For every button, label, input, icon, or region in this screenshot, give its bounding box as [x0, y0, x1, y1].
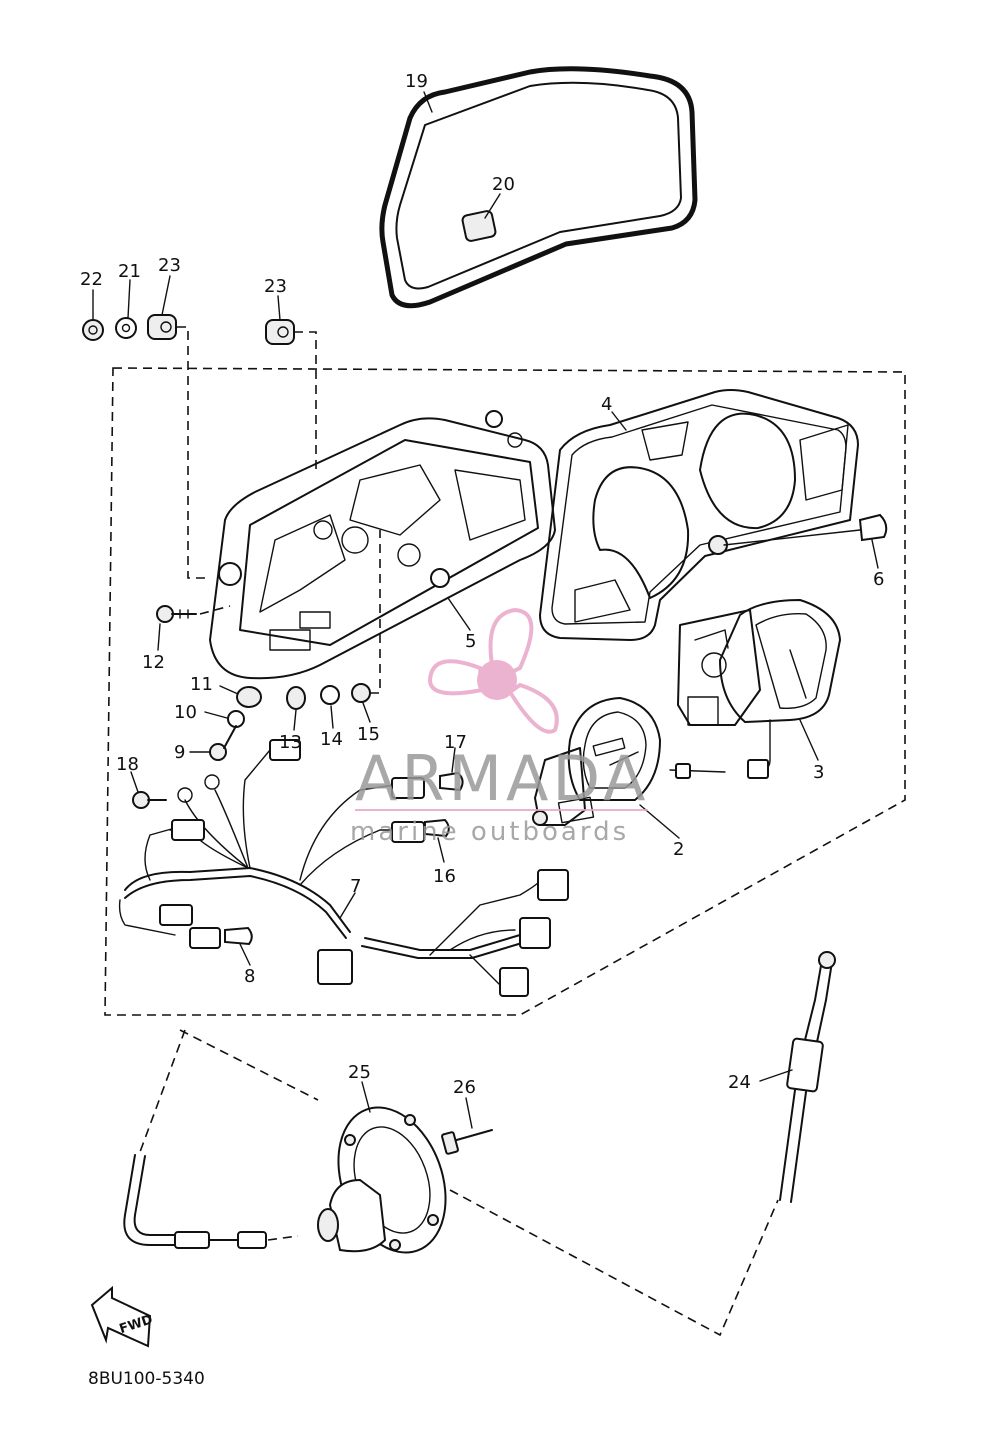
part-5-meter-case — [209, 410, 556, 680]
part-14-collar — [320, 685, 340, 705]
part-24-meter-cable — [779, 951, 836, 1203]
callout-labels: 19 20 22 21 23 23 4 6 5 12 11 10 9 13 14… — [80, 71, 884, 1098]
callout-6: 6 — [873, 569, 884, 590]
part-15-nut — [351, 683, 371, 703]
part-12-screw — [156, 605, 197, 623]
leader-23-left — [177, 326, 205, 579]
assembly-boundary — [104, 367, 906, 1016]
callout-18: 18 — [116, 754, 139, 775]
armada-watermark: ARMADA marine outboards — [350, 607, 649, 847]
callout-23-right: 23 — [264, 276, 287, 297]
callout-2: 2 — [673, 839, 684, 860]
part-11-grommet — [236, 686, 262, 708]
callout-20: 20 — [492, 174, 515, 195]
leader-15 — [370, 530, 381, 694]
part-22-nut — [82, 319, 104, 341]
callout-16: 16 — [433, 866, 456, 887]
watermark-brand: ARMADA — [355, 742, 649, 815]
leader-cable-25 — [267, 1235, 299, 1241]
callout-7: 7 — [350, 876, 361, 897]
callout-8: 8 — [244, 966, 255, 987]
part-9-screw — [209, 725, 237, 761]
callout-leaders — [92, 91, 879, 1129]
callout-23-left: 23 — [158, 255, 181, 276]
watermark-tagline: marine outboards — [350, 817, 629, 847]
callout-9: 9 — [174, 742, 185, 763]
part-3-tachometer — [677, 599, 841, 779]
part-19-lens-cover — [379, 66, 698, 309]
part-26-bolt — [441, 1129, 493, 1155]
part-20-rubber-damper — [461, 210, 497, 242]
callout-10: 10 — [174, 702, 197, 723]
part-7-wire-harness — [118, 739, 569, 997]
fwd-arrow: FWD — [90, 1285, 155, 1348]
propeller-logo-icon — [427, 607, 559, 734]
part-25-meter-gear-unit — [317, 1106, 447, 1254]
part-16-bulb — [424, 818, 450, 838]
diagram-code: 8BU100-5340 — [88, 1369, 205, 1389]
part-4-meter-panel — [539, 389, 859, 641]
part-10-washer — [227, 710, 245, 728]
callout-15: 15 — [357, 724, 380, 745]
callout-14: 14 — [320, 729, 343, 750]
leader-24-bottom — [449, 1189, 779, 1337]
speed-sensor-cable — [123, 1154, 267, 1249]
callout-25: 25 — [348, 1062, 371, 1083]
leader-23-right — [294, 331, 317, 470]
part-18-screw — [132, 791, 167, 809]
callout-11: 11 — [190, 674, 213, 695]
callout-13: 13 — [279, 732, 302, 753]
callout-22: 22 — [80, 269, 103, 290]
part-13-grommet — [286, 686, 306, 710]
leader-12 — [199, 605, 231, 615]
part-17-bulb — [439, 771, 464, 792]
part-23-grommet-left — [147, 314, 177, 340]
callout-19: 19 — [405, 71, 428, 92]
leader-25-top — [179, 1029, 319, 1101]
callout-26: 26 — [453, 1077, 476, 1098]
part-8-bulb — [224, 926, 253, 946]
callout-5: 5 — [465, 631, 476, 652]
callout-4: 4 — [601, 394, 612, 415]
callout-17: 17 — [444, 732, 467, 753]
part-21-washer — [115, 317, 137, 339]
callout-24: 24 — [728, 1072, 751, 1093]
callout-12: 12 — [142, 652, 165, 673]
callout-3: 3 — [813, 762, 824, 783]
leader-cable-left — [139, 1029, 186, 1153]
part-23-grommet-right — [265, 319, 295, 345]
part-6-bulb — [723, 513, 888, 546]
callout-21: 21 — [118, 261, 141, 282]
